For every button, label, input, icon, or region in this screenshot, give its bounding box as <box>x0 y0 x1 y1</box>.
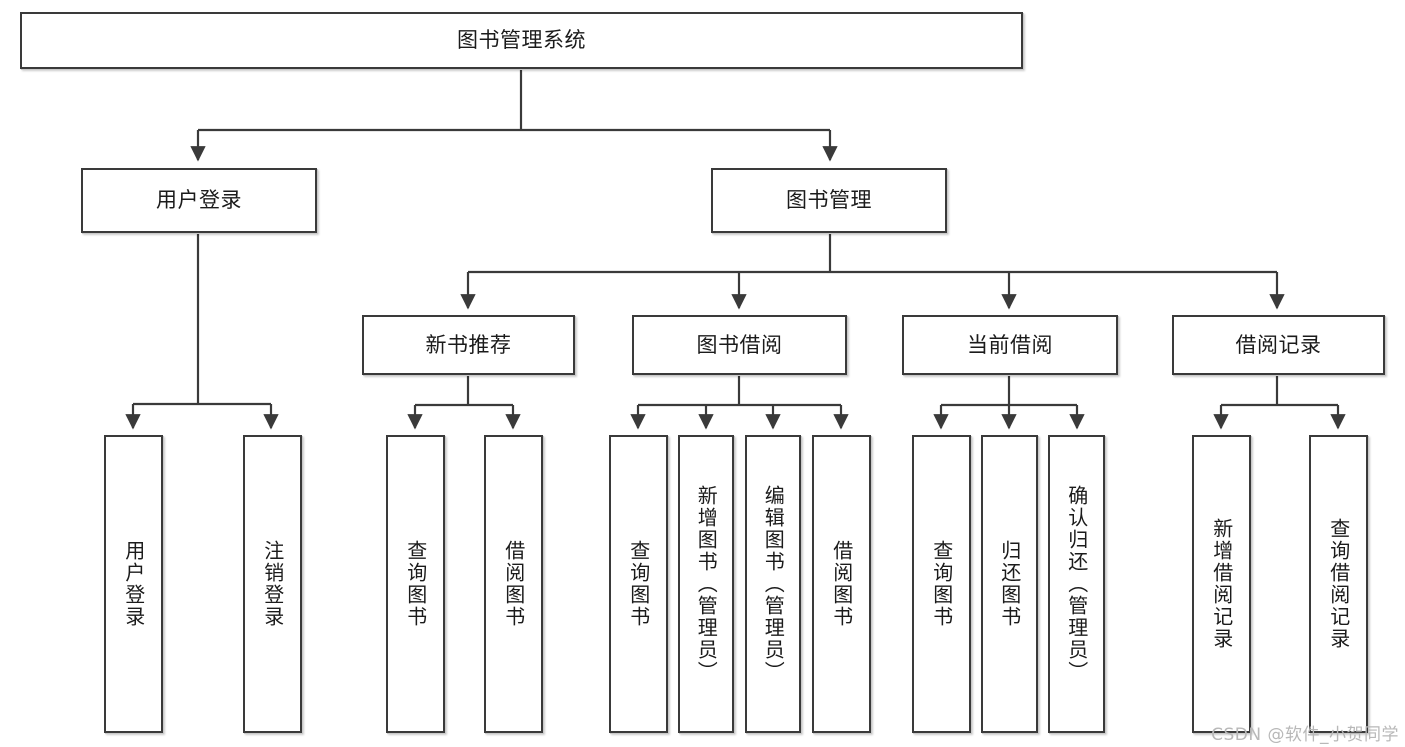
node-leaf-user-login-label: 用户登录 <box>121 540 146 628</box>
node-leaf-query-record-label: 查询借阅记录 <box>1326 518 1351 650</box>
node-user-login[interactable]: 用户登录 <box>81 168 317 233</box>
node-leaf-borrow-book-2-label: 借阅图书 <box>829 540 854 628</box>
node-current-borrow[interactable]: 当前借阅 <box>902 315 1118 375</box>
node-leaf-query-book-1-label: 查询图书 <box>403 540 428 628</box>
node-leaf-logout-label: 注销登录 <box>260 540 285 628</box>
node-leaf-user-login[interactable]: 用户登录 <box>104 435 163 733</box>
node-new-book-recommend[interactable]: 新书推荐 <box>362 315 575 375</box>
node-borrow-record-label: 借阅记录 <box>1235 332 1322 357</box>
node-book-management[interactable]: 图书管理 <box>711 168 947 233</box>
node-leaf-add-record-label: 新增借阅记录 <box>1209 518 1234 650</box>
node-leaf-confirm-return-label: 确认归还（管理员） <box>1064 485 1089 683</box>
node-root[interactable]: 图书管理系统 <box>20 12 1023 69</box>
watermark: CSDN @软件_小贺同学 <box>1211 725 1399 745</box>
node-leaf-query-book-3-label: 查询图书 <box>929 540 954 628</box>
node-leaf-add-book-label: 新增图书（管理员） <box>694 485 719 683</box>
node-user-login-label: 用户登录 <box>156 188 242 213</box>
node-current-borrow-label: 当前借阅 <box>967 332 1053 357</box>
node-leaf-logout[interactable]: 注销登录 <box>243 435 302 733</box>
node-leaf-return-book[interactable]: 归还图书 <box>981 435 1038 733</box>
node-leaf-return-book-label: 归还图书 <box>997 540 1022 628</box>
node-leaf-confirm-return[interactable]: 确认归还（管理员） <box>1048 435 1105 733</box>
node-leaf-query-book-2-label: 查询图书 <box>626 540 651 628</box>
node-root-label: 图书管理系统 <box>457 28 586 53</box>
node-leaf-query-record[interactable]: 查询借阅记录 <box>1309 435 1368 733</box>
node-leaf-query-book-1[interactable]: 查询图书 <box>386 435 445 733</box>
node-leaf-query-book-3[interactable]: 查询图书 <box>912 435 971 733</box>
node-leaf-borrow-book-1[interactable]: 借阅图书 <box>484 435 543 733</box>
node-leaf-add-record[interactable]: 新增借阅记录 <box>1192 435 1251 733</box>
node-leaf-add-book[interactable]: 新增图书（管理员） <box>678 435 734 733</box>
node-leaf-edit-book[interactable]: 编辑图书（管理员） <box>745 435 801 733</box>
node-leaf-edit-book-label: 编辑图书（管理员） <box>761 485 786 683</box>
node-new-book-recommend-label: 新书推荐 <box>425 332 512 357</box>
node-leaf-borrow-book-1-label: 借阅图书 <box>501 540 526 628</box>
node-book-borrow-label: 图书借阅 <box>696 332 783 357</box>
node-book-borrow[interactable]: 图书借阅 <box>632 315 847 375</box>
node-leaf-borrow-book-2[interactable]: 借阅图书 <box>812 435 871 733</box>
node-leaf-query-book-2[interactable]: 查询图书 <box>609 435 668 733</box>
node-borrow-record[interactable]: 借阅记录 <box>1172 315 1385 375</box>
node-book-management-label: 图书管理 <box>786 188 872 213</box>
